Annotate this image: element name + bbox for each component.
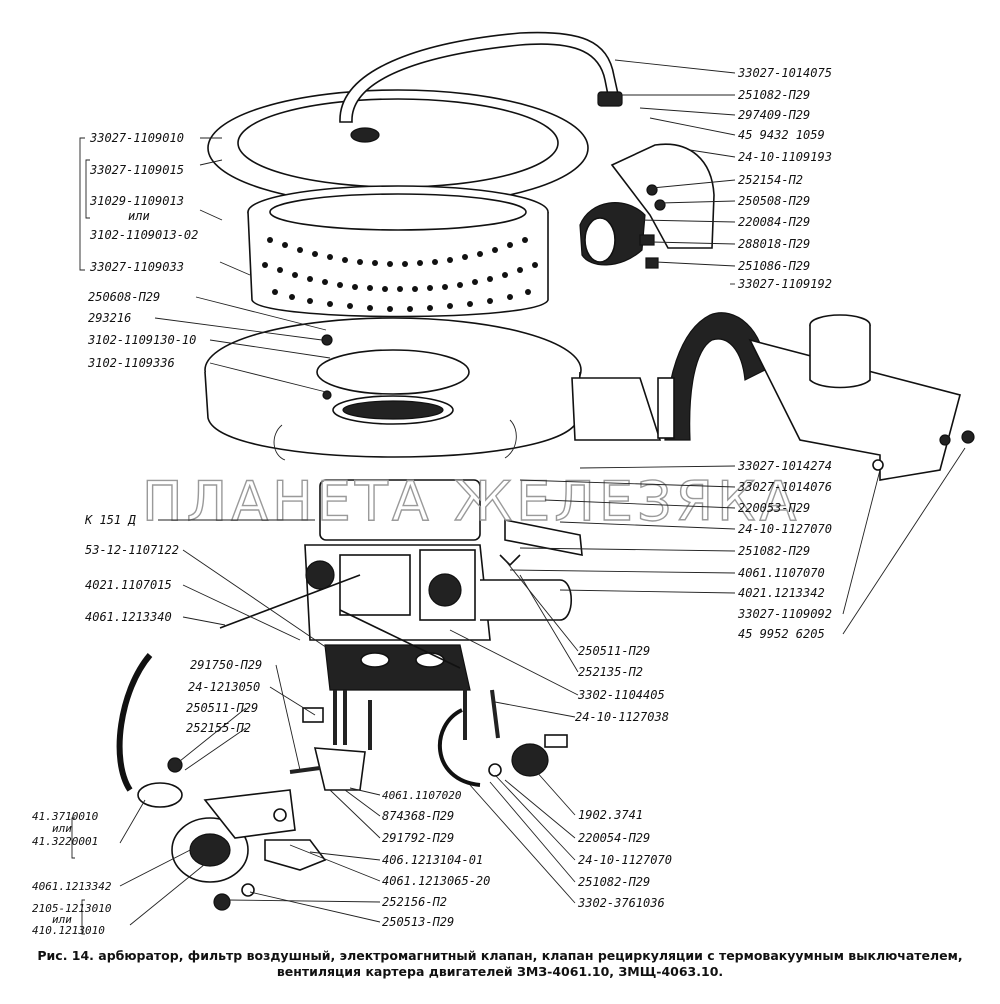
label-part: 24-10-1127070: [578, 853, 672, 867]
label-part: 45 9952 6205: [738, 627, 825, 641]
label-part: 250511-П29: [186, 701, 258, 715]
carburetor: [219, 479, 491, 691]
label-part: 291750-П29: [190, 658, 262, 672]
filter-element: [247, 185, 549, 318]
label-part: 33027-1014075: [737, 66, 832, 80]
label-part: или: [52, 822, 72, 835]
label-part: 3302-3761036: [577, 896, 665, 910]
label-part: 31029-1109013: [89, 194, 184, 208]
label-part: 24-10-1127070: [738, 522, 832, 536]
vacuum-switch: [437, 708, 568, 787]
vent-valve-housing: [610, 143, 715, 249]
label-part: 250511-П29: [578, 644, 650, 658]
label-part: 4061.1107070: [738, 566, 825, 580]
label-part: 24-10-1127038: [575, 710, 669, 724]
label-part: 24-1213050: [188, 680, 260, 694]
label-part: 250513-П29: [382, 915, 454, 929]
label-part: 3102-1109013-02: [89, 228, 198, 242]
label-part: 33027-1109033: [89, 260, 184, 274]
label-part: 220054-П29: [578, 831, 650, 845]
label-part: 1902.3741: [578, 808, 643, 822]
label-part: или: [52, 913, 72, 926]
label-part: 4061.1107020: [382, 789, 462, 802]
label-part: 33027-1014076: [737, 480, 832, 494]
labels-lower-left: 291750-П29 24-1213050 250511-П29 252155-…: [32, 658, 262, 937]
label-part: 33027-1109192: [737, 277, 832, 291]
parts-diagram: ПЛАНЕТА ЖЕЛЕЗЯКА: [32, 31, 975, 937]
label-part: 4061.1213340: [85, 610, 172, 624]
label-part: 288018-П29: [738, 237, 810, 251]
label-part: 250508-П29: [738, 194, 810, 208]
leader-lines: [71, 59, 966, 935]
label-part: 293216: [88, 311, 131, 325]
label-part: 4061.1213342: [32, 880, 112, 893]
caption-line-2: вентиляция картера двигателей ЗМЗ-4061.1…: [276, 964, 724, 979]
label-part: 33027-1109092: [737, 607, 832, 621]
label-part: 251082-П29: [738, 88, 810, 102]
label-part: 251082-П29: [738, 544, 810, 558]
label-part: 252155-П2: [186, 721, 251, 735]
studs-bracket: [289, 680, 500, 791]
corrugated-hose: [657, 312, 766, 441]
recirculation-valve: [116, 653, 327, 911]
label-part: или: [128, 209, 150, 223]
label-part: 252135-П2: [578, 665, 643, 679]
label-part: 45 9432 1059: [738, 128, 825, 142]
label-part: 4061.1213065-20: [382, 874, 490, 888]
bracket-outlet: [748, 314, 975, 481]
labels-right: 33027-1014075 251082-П29 297409-П29 45 9…: [737, 66, 832, 641]
labels-lower: 4061.1107020 874368-П29 291792-П29 406.1…: [382, 789, 490, 929]
labels-left: 33027-1109010 33027-1109015 31029-110901…: [84, 131, 198, 624]
label-part: 252154-П2: [738, 173, 803, 187]
label-part: 252156-П2: [382, 895, 447, 909]
label-part: 41.3220001: [32, 835, 98, 848]
figure-caption: Рис. 14. арбюратор, фильтр воздушный, эл…: [0, 948, 1000, 980]
label-part: 4021.1107015: [85, 578, 172, 592]
label-part: 3102-1109130-10: [87, 333, 196, 347]
label-part: 33027-1014274: [737, 459, 832, 473]
label-part: 220053-П29: [738, 501, 810, 515]
label-part: 2105-1213010: [32, 902, 112, 915]
label-part: 24-10-1109193: [738, 150, 832, 164]
crankcase-pipe: [480, 519, 583, 621]
label-part: 41.3710010: [32, 810, 99, 823]
label-part: 251086-П29: [738, 259, 810, 273]
air-filter-lid: [207, 89, 589, 207]
labels-lower-right: 1902.3741 220054-П29 24-10-1127070 25108…: [577, 808, 672, 910]
label-part: 410.1213010: [32, 924, 105, 937]
label-part: 220084-П29: [738, 215, 810, 229]
label-part: 3102-1109336: [87, 356, 175, 370]
label-part: 3302-1104405: [577, 688, 665, 702]
label-part: 251082-П29: [578, 875, 650, 889]
crankcase-vent-pipe: [339, 31, 623, 123]
caption-line-1: Рис. 14. арбюратор, фильтр воздушный, эл…: [37, 948, 963, 963]
label-part: 250608-П29: [88, 290, 160, 304]
label-part: 406.1213104-01: [382, 853, 483, 867]
label-part: 33027-1109010: [89, 131, 184, 145]
labels-mid: 250511-П29 252135-П2 3302-1104405 24-10-…: [575, 644, 669, 724]
label-part: 297409-П29: [738, 108, 810, 122]
short-hose: [579, 202, 659, 269]
filter-housing: [204, 317, 662, 461]
label-part: 874368-П29: [382, 809, 454, 823]
label-part: 33027-1109015: [89, 163, 184, 177]
label-part: 291792-П29: [382, 831, 454, 845]
label-part: 4021.1213342: [738, 586, 825, 600]
label-part: 53-12-1107122: [85, 543, 179, 557]
label-part: К 151 Д: [84, 513, 136, 527]
watermark: ПЛАНЕТА ЖЕЛЕЗЯКА: [142, 470, 800, 533]
